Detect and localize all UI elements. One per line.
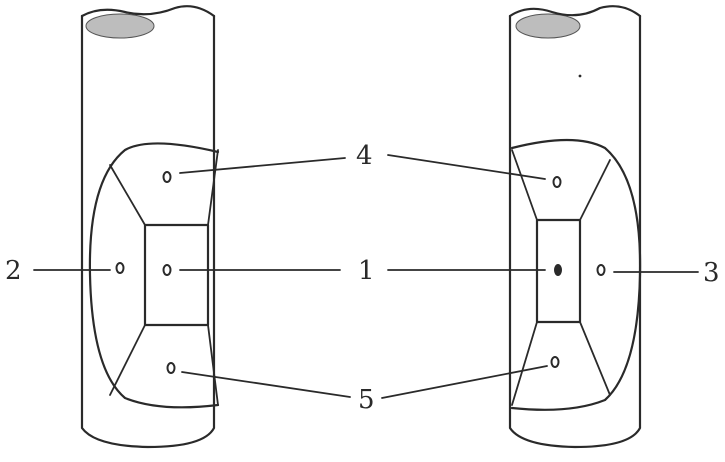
right-outer-hole: [596, 264, 606, 276]
right-bottom-hole: [550, 356, 560, 368]
label-2: 2: [5, 256, 22, 286]
left-electrode-band: [88, 142, 220, 409]
left-outer-hole: [115, 262, 125, 274]
left-center-hole: [162, 264, 172, 276]
label-5: 5: [358, 385, 375, 415]
left-bottom-hole: [166, 362, 176, 374]
left-column: [80, 5, 216, 449]
left-top-hole: [162, 171, 172, 183]
label-3: 3: [703, 258, 720, 288]
leader-lines: [33, 154, 699, 399]
right-top-hole: [552, 176, 562, 188]
right-electrode-band: [510, 138, 642, 411]
label-1: 1: [358, 256, 375, 286]
right-center-hole: [554, 264, 562, 276]
label-4: 4: [356, 141, 373, 171]
right-column: [508, 5, 642, 449]
